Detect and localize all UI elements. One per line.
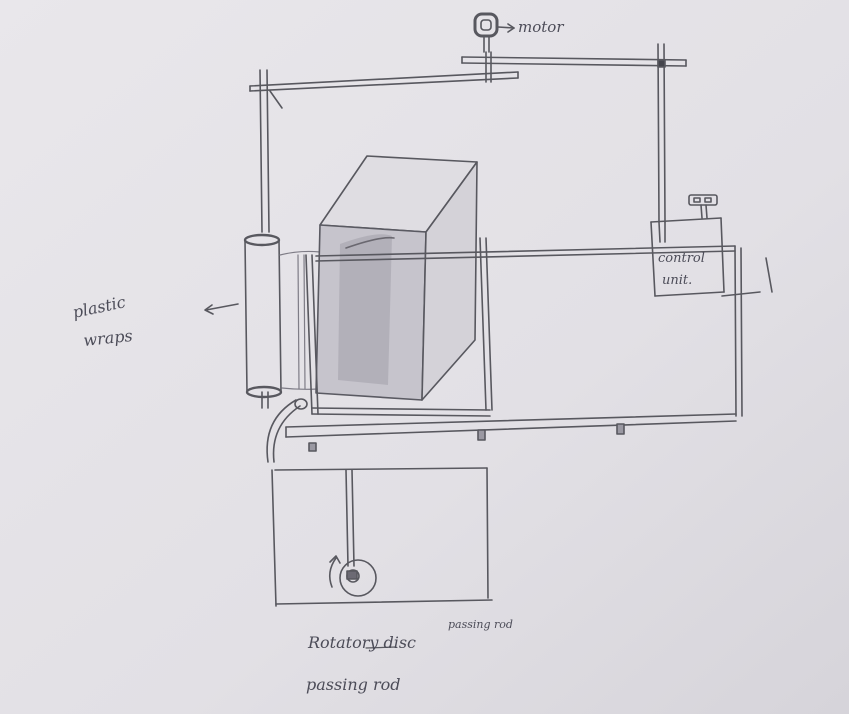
wrap-film-shading — [338, 234, 392, 385]
motor-label: motor — [518, 18, 564, 36]
passing-rod-label: passing rod — [306, 675, 400, 694]
control-unit-label-line2: unit. — [662, 273, 692, 288]
faint-note: passing rod — [448, 618, 513, 631]
rotatory-disc-label: Rotatory disc — [307, 633, 416, 652]
control-unit-label-line1: control — [658, 251, 705, 266]
